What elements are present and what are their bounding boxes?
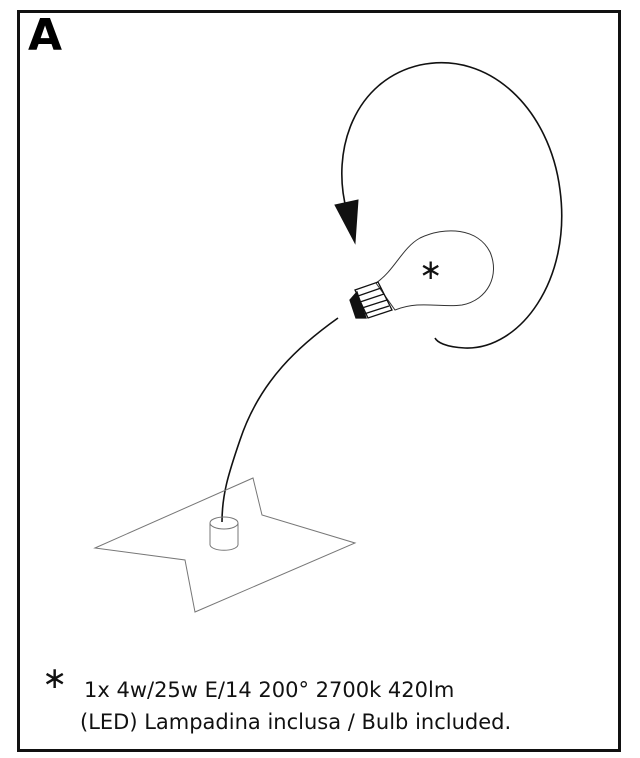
bulb-included-text: (LED) Lampadina inclusa / Bulb included.: [80, 710, 512, 734]
panel-frame: [17, 10, 621, 752]
bulb-glass: [375, 230, 494, 311]
rotation-arrow-arc: [341, 61, 563, 349]
note-asterisk: ∗: [42, 661, 68, 696]
socket-holder: [209, 516, 239, 551]
base-plate: [93, 477, 357, 613]
panel-label: A: [28, 10, 63, 61]
bulb-marker: ∗: [419, 253, 442, 286]
lamp-cable: [221, 317, 339, 523]
bulb-screw-base: [349, 281, 393, 319]
arrowhead-icon: [334, 199, 359, 245]
bulb-spec-text: 1x 4w/25w E/14 200° 2700k 420lm: [84, 678, 455, 702]
